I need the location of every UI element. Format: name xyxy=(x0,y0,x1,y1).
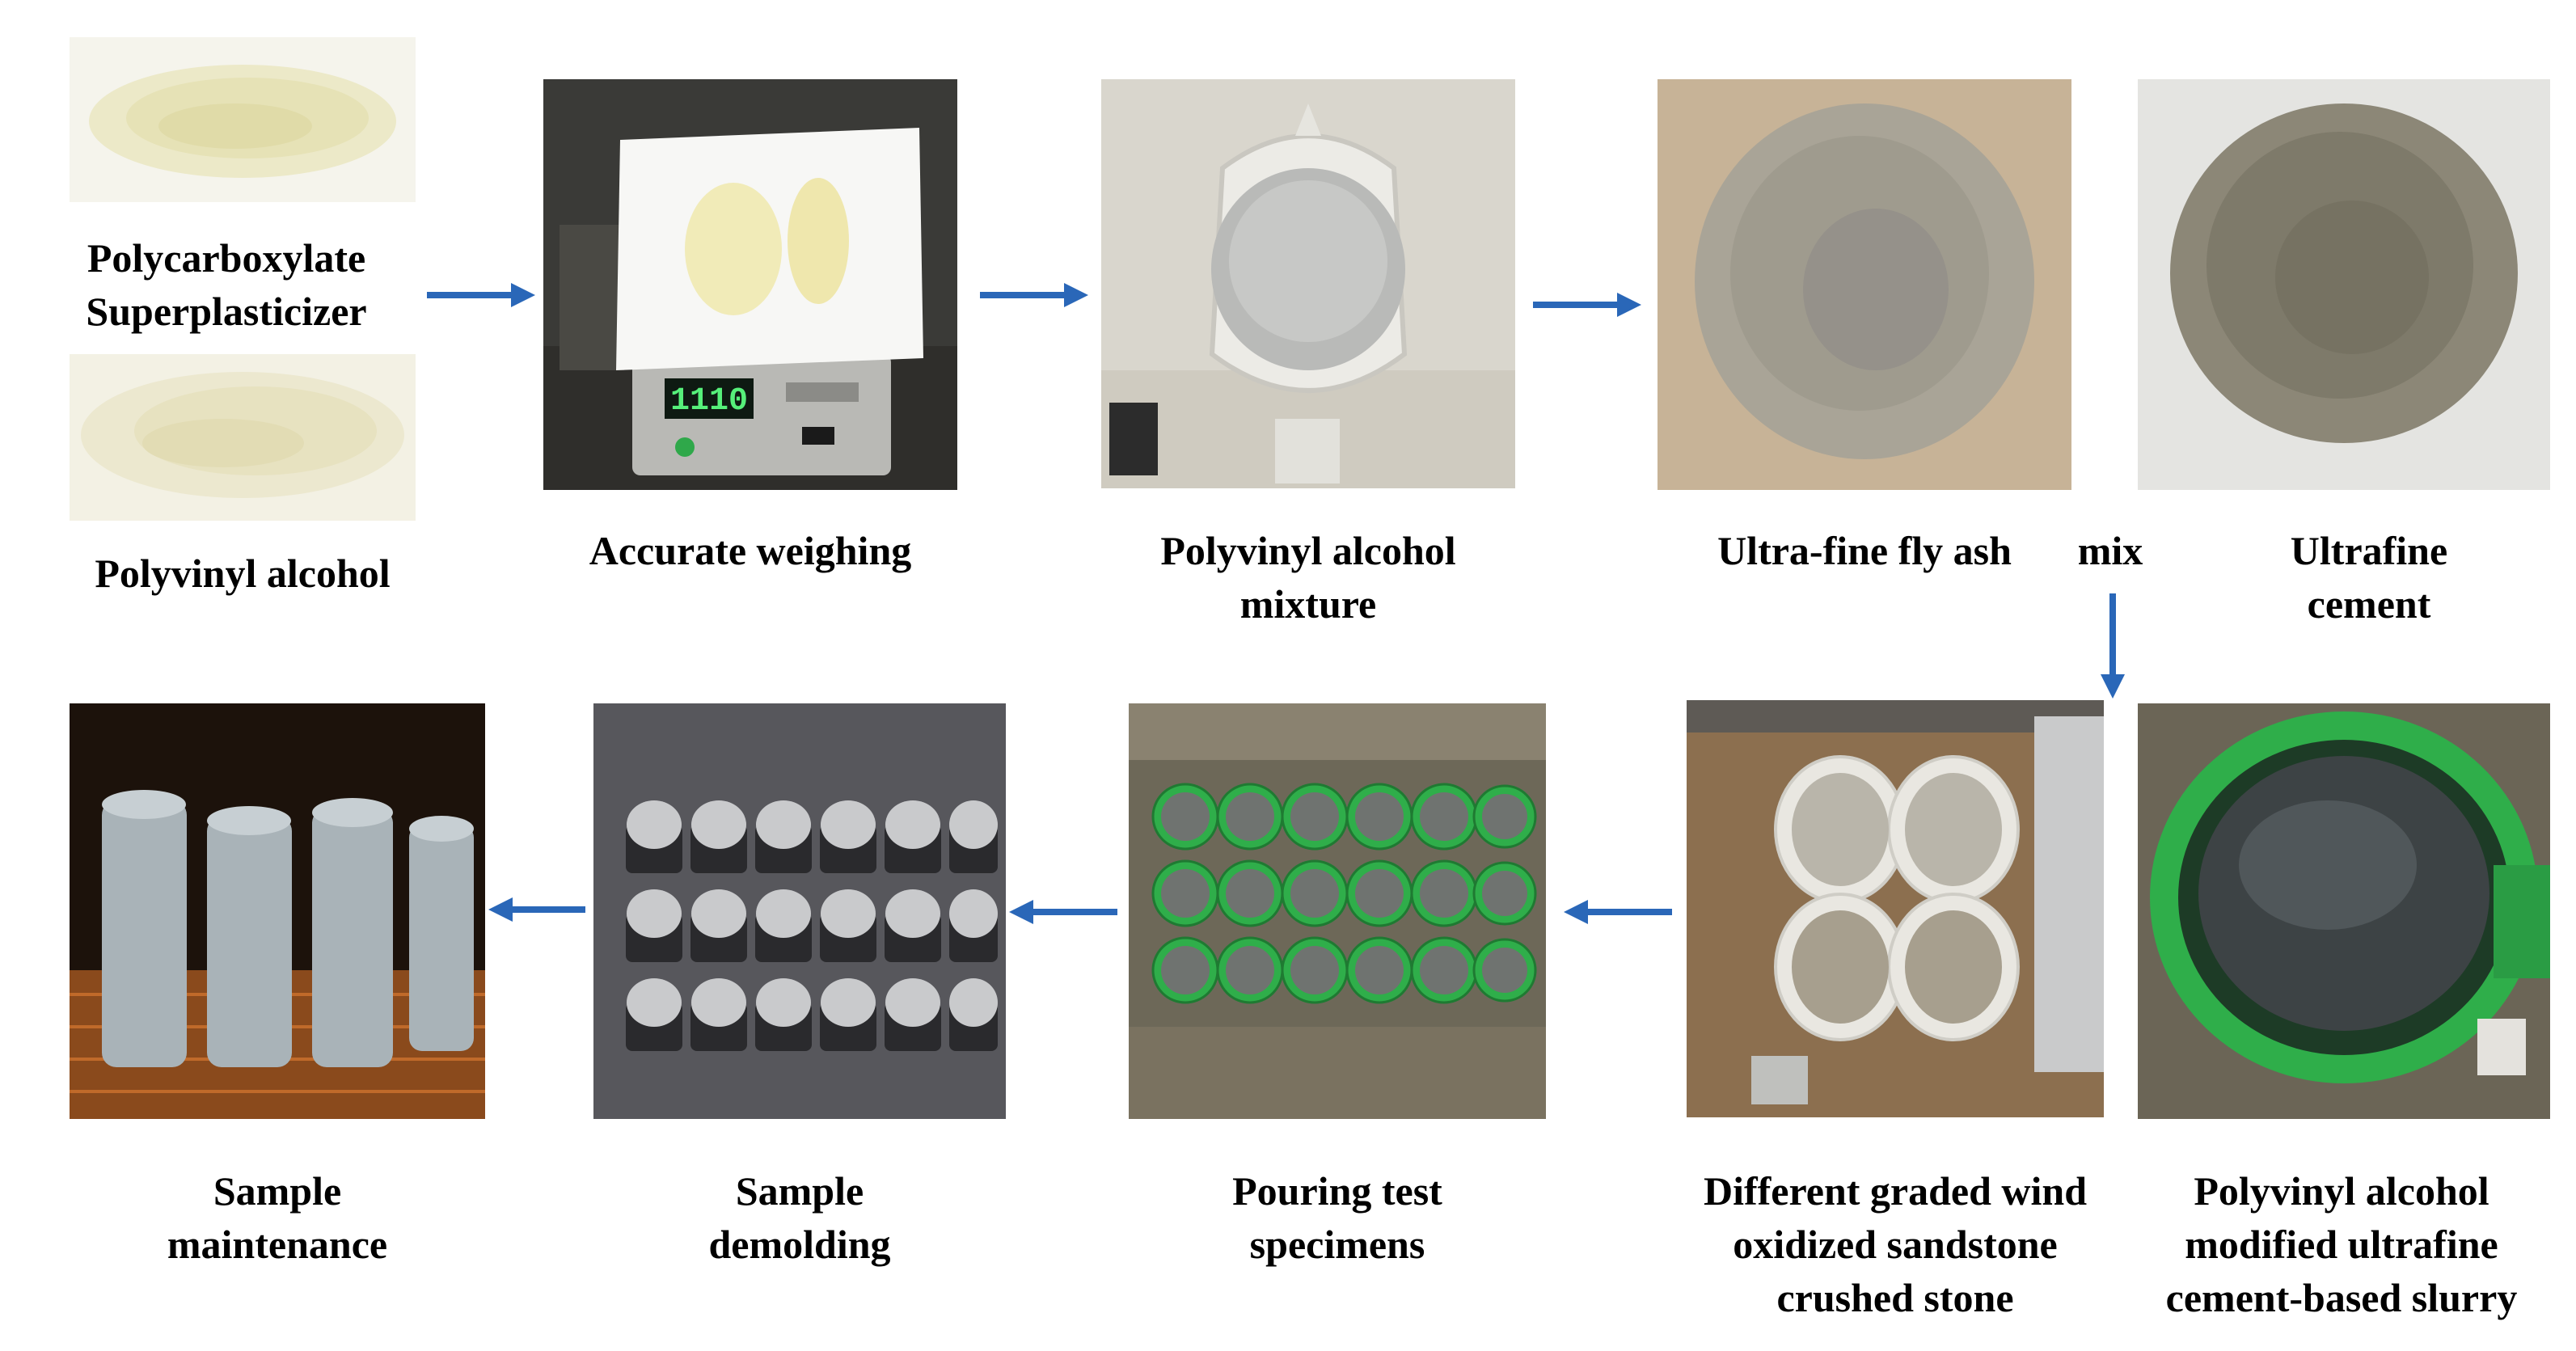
slurry-photo xyxy=(2138,703,2550,1119)
sample-demolding-photo xyxy=(593,703,1006,1119)
arrow-to-weighing xyxy=(427,283,535,307)
scale-readout: 1110 xyxy=(670,383,748,420)
fly-ash-photo xyxy=(1658,79,2071,490)
label-sample-maintenance: Sample maintenance xyxy=(167,1168,388,1267)
arrow-to-mixture xyxy=(980,283,1088,307)
pva-mixture-photo xyxy=(1101,79,1515,488)
label-ultrafine-cement: Ultrafine cement xyxy=(2290,528,2448,627)
arrow-to-pouring xyxy=(1564,900,1672,924)
sandstone-photo xyxy=(1687,700,2104,1117)
label-fly-ash: Ultra-fine fly ash xyxy=(1717,528,2012,573)
arrow-to-maintenance xyxy=(488,897,585,922)
arrow-to-fly-ash xyxy=(1533,293,1641,317)
label-slurry: Polyvinyl alcohol modified ultrafine cem… xyxy=(2165,1168,2518,1320)
ultrafine-cement-photo xyxy=(2138,79,2550,490)
weighing-scale-photo: 1110 xyxy=(543,79,957,490)
polyvinyl-alcohol-photo xyxy=(70,354,416,521)
label-polycarboxylate: Polycarboxylate Superplasticizer xyxy=(86,235,367,334)
polycarboxylate-photo xyxy=(70,37,416,202)
label-pouring-specimens: Pouring test specimens xyxy=(1232,1168,1442,1267)
label-mix: mix xyxy=(2077,528,2143,573)
arrow-down-mix xyxy=(2101,593,2125,699)
label-sandstone: Different graded wind oxidized sandstone… xyxy=(1703,1168,2088,1320)
arrow-to-demolding xyxy=(1009,900,1117,924)
label-polyvinyl-alcohol: Polyvinyl alcohol xyxy=(95,551,391,596)
label-accurate-weighing: Accurate weighing xyxy=(589,528,912,573)
label-sample-demolding: Sample demolding xyxy=(708,1168,891,1267)
pouring-specimens-photo xyxy=(1129,703,1546,1119)
sample-maintenance-photo xyxy=(70,703,485,1119)
label-pva-mixture: Polyvinyl alcohol mixture xyxy=(1160,528,1456,627)
